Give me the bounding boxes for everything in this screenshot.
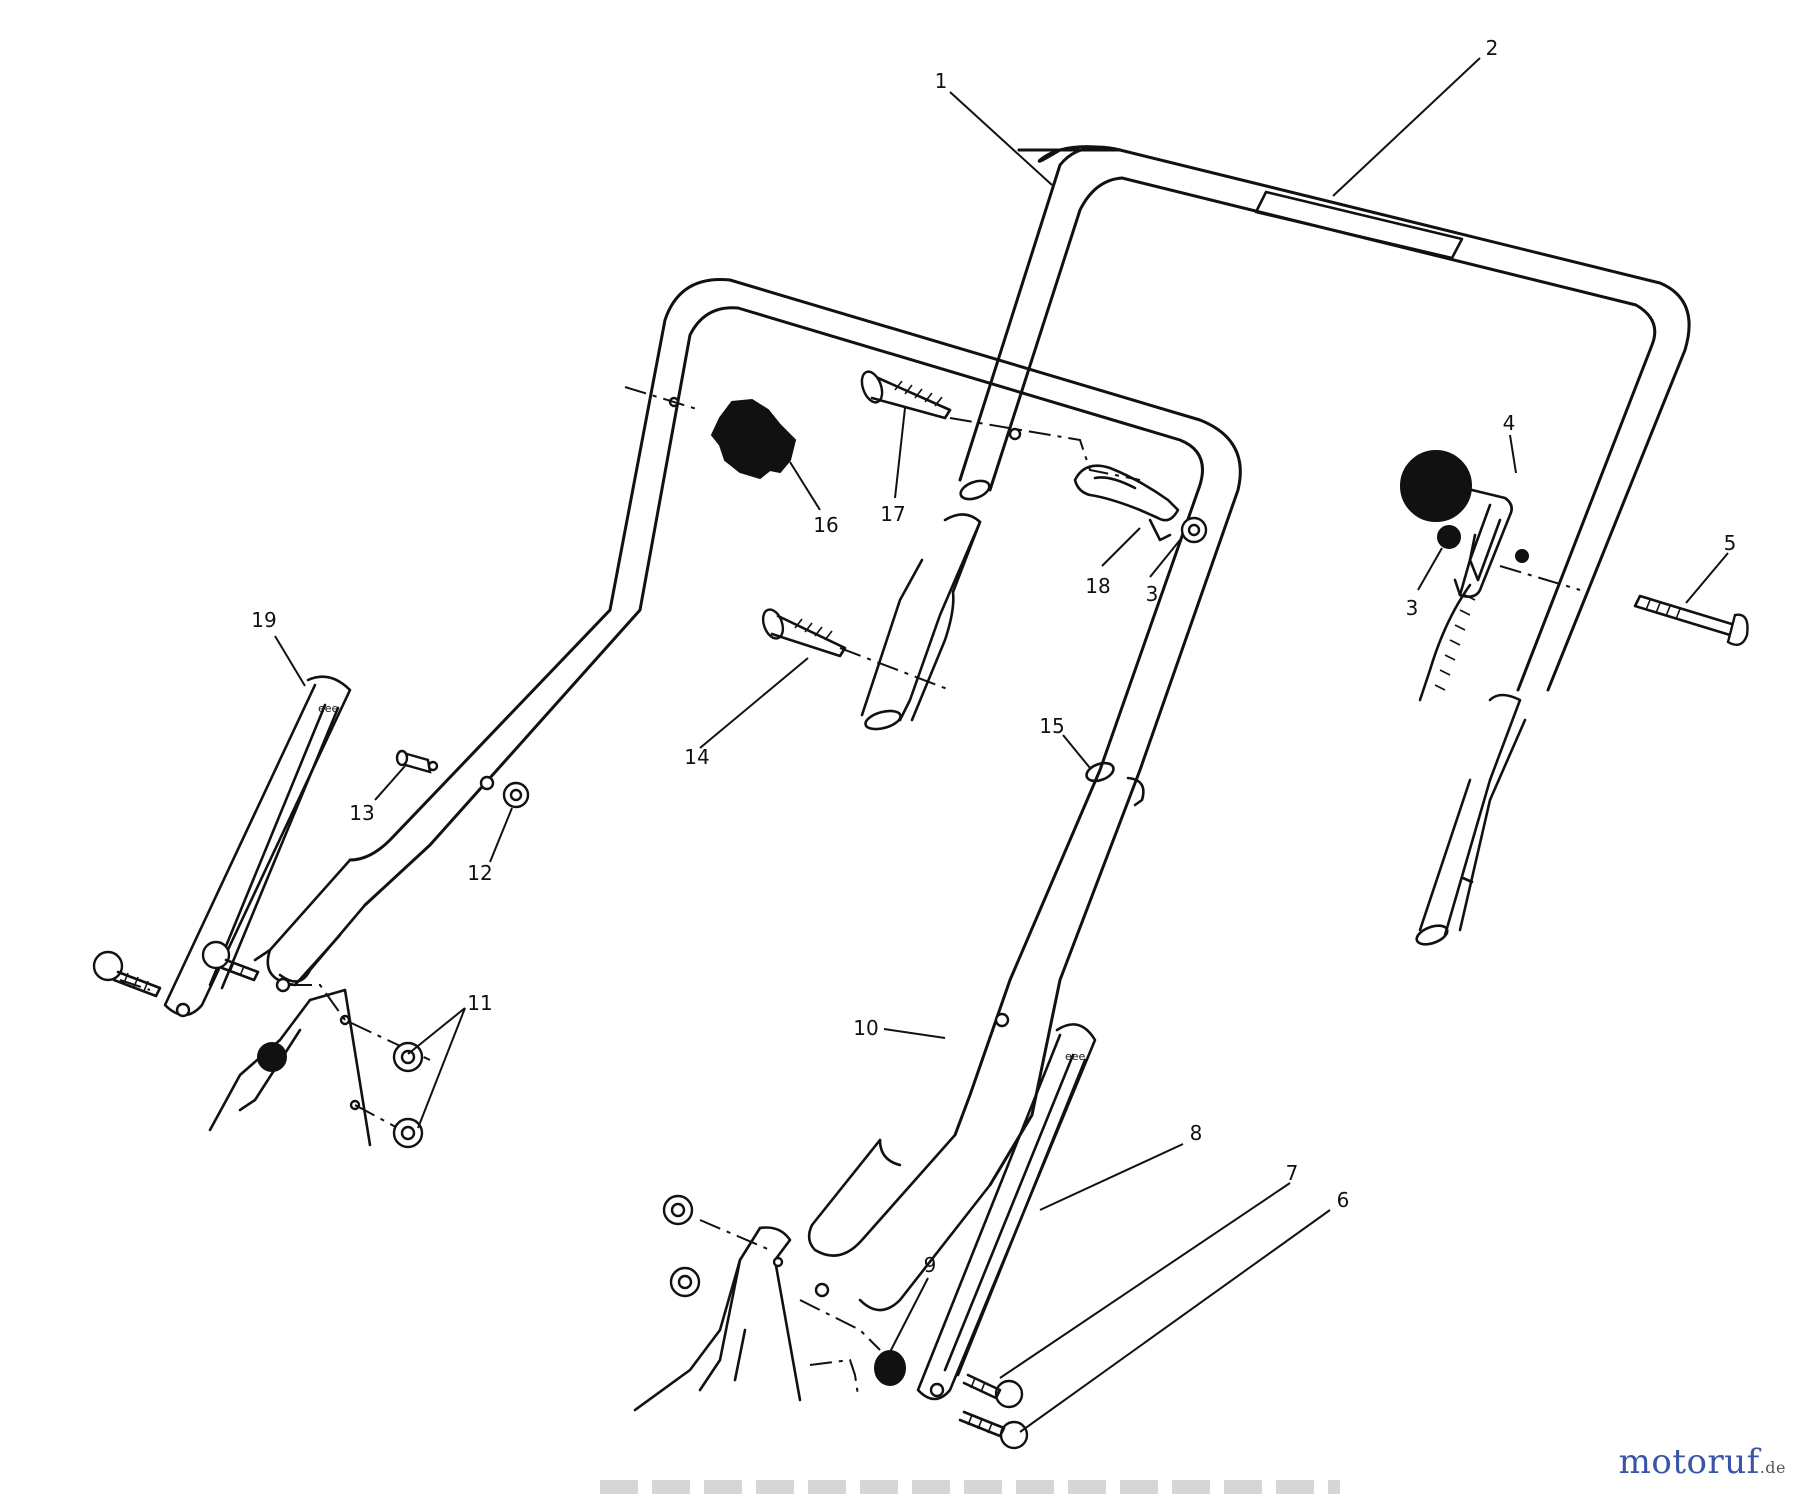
spacer-9: [874, 1350, 906, 1386]
center-lines: [119, 386, 1581, 1396]
callout-7: 7: [1286, 1161, 1299, 1185]
nut-3-left: [1180, 516, 1208, 544]
cropped-caption-strip: [600, 1480, 1340, 1494]
right-slotted-link: eee: [916, 1023, 1097, 1401]
callout-12: 12: [467, 861, 492, 885]
callout-8: 8: [1190, 1121, 1203, 1145]
callout-2: 2: [1486, 36, 1499, 60]
knob-16: [710, 398, 797, 480]
nut-11-lower: [392, 1117, 424, 1149]
callout-labels: 1 2 3 3 4 5 6 7 8 9 10 11 12 13 14 15 16…: [251, 36, 1736, 1277]
callout-1: 1: [935, 69, 948, 93]
cable-clip-15: [1085, 761, 1145, 807]
bolt-left-inner: [201, 940, 260, 982]
callout-11: 11: [467, 991, 492, 1015]
leader-lines: [274, 57, 1729, 1433]
bolt-5: [1633, 594, 1749, 646]
bolt-17: [860, 370, 952, 420]
callout-9: 9: [924, 1253, 937, 1277]
callout-10: 10: [853, 1016, 878, 1040]
deck-bracket-right: [633, 1226, 802, 1412]
svg-text:eee: eee: [1065, 1050, 1086, 1063]
upper-handle: [860, 145, 1691, 946]
callout-19: 19: [251, 608, 276, 632]
callout-18: 18: [1085, 574, 1110, 598]
svg-text:eee: eee: [318, 702, 339, 715]
callout-16: 16: [813, 513, 838, 537]
left-slotted-link: eee: [163, 675, 352, 1018]
bolt-left-outer: [92, 950, 162, 998]
nut-3-right: [1437, 525, 1461, 549]
pin-13: [395, 749, 439, 774]
callout-13: 13: [349, 801, 374, 825]
callout-14: 14: [684, 745, 709, 769]
callout-5: 5: [1724, 531, 1737, 555]
nut-11-upper: [392, 1041, 424, 1073]
deck-bracket-left: [208, 988, 372, 1147]
control-4: [1400, 450, 1529, 702]
watermark-text: motoruf: [1618, 1442, 1760, 1482]
callout-3-left: 3: [1146, 582, 1159, 606]
bolt-7: [962, 1373, 1024, 1409]
callout-3-right: 3: [1406, 596, 1419, 620]
bolt-14: [761, 608, 847, 658]
watermark-logo: motoruf.de: [1619, 1442, 1786, 1482]
callout-15: 15: [1039, 714, 1064, 738]
callout-17: 17: [880, 502, 905, 526]
nut-12: [502, 781, 530, 809]
spacer-left: [257, 1042, 287, 1072]
bolt-6: [958, 1410, 1029, 1450]
callout-6: 6: [1337, 1188, 1350, 1212]
cable-guide-18: [1073, 464, 1180, 542]
callout-4: 4: [1503, 411, 1516, 435]
watermark-tld: .de: [1759, 1458, 1786, 1477]
lower-handle: [253, 278, 1242, 1312]
nut-right-upper: [662, 1194, 694, 1226]
nut-right-lower: [669, 1266, 701, 1298]
